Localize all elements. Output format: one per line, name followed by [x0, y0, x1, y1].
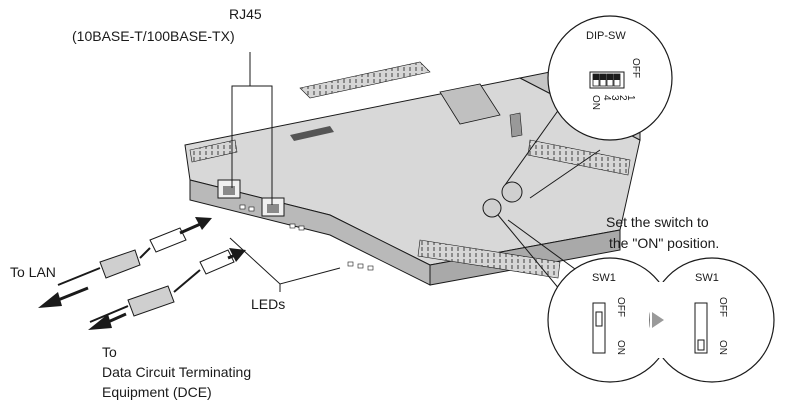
rj45-port-dce [261, 197, 285, 217]
rj45-title: RJ45 [229, 6, 262, 22]
rj45-spec: (10BASE-T/100BASE-TX) [72, 28, 235, 44]
dce-cable [89, 249, 235, 323]
dip-sw-label: DIP-SW [586, 30, 626, 42]
rj45-callout-lines [231, 52, 273, 205]
dip-num-4: 4 [601, 95, 612, 101]
sw1-after-on: ON [717, 340, 728, 355]
led-row-right [347, 261, 374, 271]
dce-arrow-out-icon [88, 312, 127, 330]
rj45-port-lan [217, 179, 241, 199]
dce-line-3: Equipment (DCE) [102, 384, 212, 400]
lan-cable [57, 227, 187, 286]
sw1-after-label: SW1 [695, 272, 719, 284]
sw1-before-magnifier [547, 257, 673, 383]
led-row-left [239, 204, 305, 231]
sw1-before-label: SW1 [592, 272, 616, 284]
dip-off-label: OFF [630, 58, 641, 78]
instruction-line-1: Set the switch to [606, 214, 709, 230]
dce-arrow-in-icon [227, 248, 246, 262]
to-lan-label: To LAN [10, 264, 56, 280]
lan-arrow-out-icon [38, 286, 89, 308]
lan-arrow-in-icon [179, 217, 212, 235]
leds-callout-lines [229, 237, 341, 292]
dip-sw-magnifier [547, 15, 673, 141]
board-card [184, 61, 641, 286]
sw1-after-off: OFF [717, 297, 728, 317]
dce-line-1: To [102, 344, 117, 360]
transition-arrow-icon [652, 312, 664, 328]
sw1-before-off: OFF [615, 297, 626, 317]
instruction-line-2: the "ON" position. [609, 235, 720, 251]
dce-line-2: Data Circuit Terminating [102, 364, 252, 380]
sw1-before-on: ON [615, 340, 626, 355]
dip-on-label: ON [590, 95, 601, 110]
leds-label: LEDs [251, 296, 286, 312]
